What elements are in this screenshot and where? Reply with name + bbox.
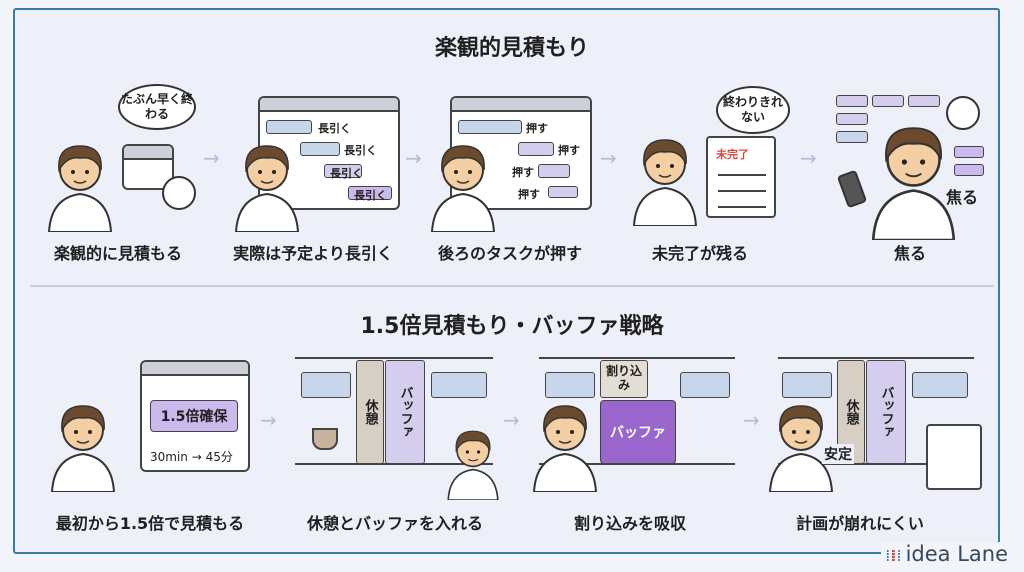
- break-block: 休憩: [356, 360, 384, 464]
- thought-bubble: 終わりきれない: [716, 86, 790, 134]
- person-relaxing: [445, 420, 501, 503]
- step-label: 割り込みを吸収: [573, 514, 686, 533]
- clock-icon: [162, 176, 196, 210]
- panic-caption: 焦る: [946, 188, 979, 207]
- buffer-block: バッファ: [600, 400, 676, 464]
- arrow-icon: →: [503, 408, 520, 432]
- step-label: 楽観的に見積もる: [53, 244, 182, 263]
- push-tag: 押す: [526, 122, 548, 135]
- thought-bubble: たぶん早く終わる: [118, 84, 196, 130]
- unfinished-item: 未完了: [716, 148, 749, 161]
- step-label: 焦る: [893, 244, 926, 263]
- person-smiling: [48, 392, 118, 496]
- person-alarmed: [428, 132, 498, 236]
- gantt-calendar: 長引く 長引く 長引く 長引く: [258, 96, 400, 210]
- person-optimistic: [45, 132, 115, 236]
- push-tag: 押す: [518, 188, 540, 201]
- arrow-icon: →: [203, 146, 220, 170]
- delay-tag: 長引く: [344, 144, 377, 157]
- brand-logo: ⁞⁞⁞idea Lane: [881, 542, 1012, 566]
- calendar-1-5x: 1.5倍確保 30min → 45分: [140, 360, 250, 472]
- step-label: 未完了が残る: [651, 244, 748, 263]
- arrow-icon: →: [600, 146, 617, 170]
- section1-title: 楽観的見積もり: [434, 36, 589, 61]
- buffer-block: バッファ: [385, 360, 425, 464]
- step-label: 最初から1.5倍で見積もる: [55, 514, 245, 533]
- delay-tag: 長引く: [318, 122, 351, 135]
- person-dejected: [630, 126, 700, 230]
- reserved-block: 1.5倍確保: [150, 400, 238, 432]
- step-label: 計画が崩れにくい: [796, 514, 924, 533]
- step-label: 休憩とバッファを入れる: [306, 514, 483, 533]
- arrow-icon: →: [800, 146, 817, 170]
- stable-caption: 安定: [822, 444, 854, 464]
- brand-name: idea Lane: [905, 542, 1008, 566]
- person-calm: [530, 392, 600, 496]
- arrow-icon: →: [260, 408, 277, 432]
- delay-tag: 長引く: [354, 189, 387, 202]
- alarm-clock-icon: [946, 96, 980, 130]
- step-label: 後ろのタスクが押す: [437, 244, 582, 263]
- buffer-block: バッファ: [866, 360, 906, 464]
- push-tag: 押す: [558, 144, 580, 157]
- person-worried: [232, 132, 302, 236]
- interrupt-block: 割り込み: [600, 360, 648, 398]
- completed-checklist-icon: [926, 424, 982, 490]
- person-thumbs-up: [766, 392, 836, 496]
- step-label: 実際は予定より長引く: [233, 244, 393, 263]
- time-conversion: 30min → 45分: [150, 450, 233, 464]
- section-divider: [30, 285, 994, 287]
- logo-mark-icon: ⁞⁞⁞: [885, 546, 902, 565]
- delay-tag: 長引く: [330, 167, 363, 180]
- push-tag: 押す: [512, 166, 534, 179]
- checklist: 未完了: [706, 136, 776, 218]
- section2-title: 1.5倍見積もり・バッファ戦略: [360, 314, 664, 339]
- arrow-icon: →: [743, 408, 760, 432]
- coffee-cup-icon: [312, 428, 338, 450]
- person-panicked: [868, 110, 959, 245]
- arrow-icon: →: [405, 146, 422, 170]
